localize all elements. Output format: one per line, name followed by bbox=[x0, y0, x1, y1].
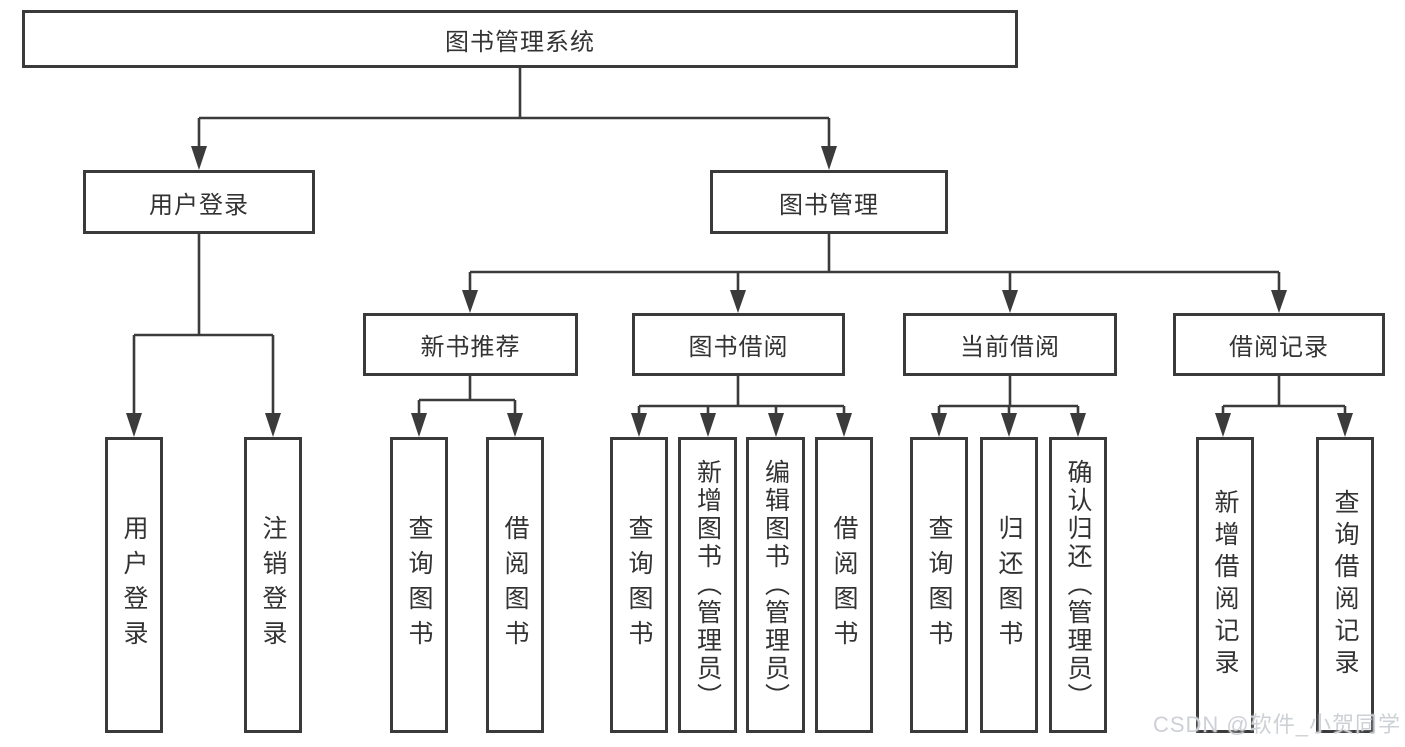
arrowheads bbox=[126, 146, 1353, 437]
leaf-edit-book-admin: 编辑图书（管理员） bbox=[746, 437, 805, 733]
leaf-query-book-recommend: 查询图书 bbox=[390, 437, 448, 733]
node-new-book-recommend: 新书推荐 bbox=[363, 313, 578, 376]
csdn-watermark: CSDN @软件_小贺同学 bbox=[1152, 712, 1401, 737]
node-borrow-record: 借阅记录 bbox=[1173, 313, 1385, 376]
node-current-borrow: 当前借阅 bbox=[903, 313, 1117, 376]
leaf-borrow-book: 借阅图书 bbox=[815, 437, 873, 733]
leaf-add-book-admin: 新增图书（管理员） bbox=[678, 437, 737, 733]
leaf-query-book-current: 查询图书 bbox=[910, 437, 968, 733]
node-book-borrow: 图书借阅 bbox=[632, 313, 845, 376]
leaf-borrow-book-recommend: 借阅图书 bbox=[486, 437, 544, 733]
leaf-query-borrow-record: 查询借阅记录 bbox=[1316, 437, 1374, 733]
node-book-management: 图书管理 bbox=[710, 170, 948, 234]
leaf-return-book: 归还图书 bbox=[980, 437, 1038, 733]
node-root: 图书管理系统 bbox=[22, 10, 1018, 68]
leaf-add-borrow-record: 新增借阅记录 bbox=[1196, 437, 1254, 733]
leaf-query-book-borrow: 查询图书 bbox=[610, 437, 668, 733]
leaf-confirm-return-admin: 确认归还（管理员） bbox=[1049, 437, 1107, 733]
node-user-login: 用户登录 bbox=[83, 170, 315, 234]
leaf-user-login: 用户登录 bbox=[105, 437, 163, 733]
leaf-logout-login: 注销登录 bbox=[244, 437, 302, 733]
